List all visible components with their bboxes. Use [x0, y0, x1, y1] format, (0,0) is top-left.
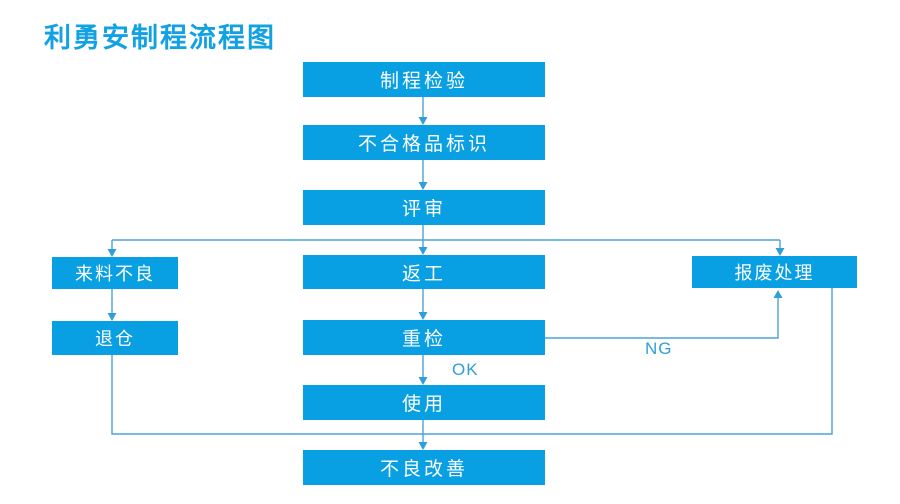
node-label: 评审: [401, 199, 446, 220]
connector-review-branch: [111, 225, 781, 249]
connector-recheck-to-scrap-ng: [545, 298, 779, 339]
connector-merge-to-improvement: [111, 288, 833, 435]
node-nonconforming-marking: 不合格品标识: [303, 125, 545, 160]
arrowhead-incoming-to-return: [107, 313, 117, 321]
arrowhead-recheck-to-use: [418, 377, 428, 385]
node-review: 评审: [303, 190, 545, 225]
node-recheck: 重检: [303, 320, 545, 355]
arrowhead-branch-to-rework: [418, 247, 428, 255]
node-label: 来料不良: [75, 264, 155, 284]
arrowhead-ng-to-scrap: [773, 290, 783, 298]
node-process-inspection: 制程检验: [303, 62, 545, 97]
node-incoming-defect: 来料不良: [52, 257, 178, 289]
node-label: 制程检验: [379, 71, 468, 92]
edge-label-ng: NG: [645, 339, 673, 358]
node-label: 退仓: [95, 329, 135, 349]
node-label: 不良改善: [379, 459, 468, 480]
arrowhead-branch-to-incoming-defect: [107, 249, 117, 257]
arrowhead-marking-to-review: [418, 182, 428, 190]
arrowhead-use-to-improvement: [418, 442, 428, 450]
node-label: 报废处理: [734, 263, 815, 283]
arrowhead-rework-to-recheck: [418, 312, 428, 320]
arrowhead-branch-to-scrap: [775, 248, 785, 256]
node-label: 不合格品标识: [357, 134, 490, 155]
node-rework: 返工: [303, 255, 545, 289]
node-label: 重检: [401, 329, 446, 350]
node-label: 返工: [401, 263, 446, 285]
arrowhead-inspection-to-marking: [418, 117, 428, 125]
node-scrap-disposal: 报废处理: [692, 256, 857, 288]
node-return-warehouse: 退仓: [52, 321, 178, 355]
edge-label-ok: OK: [452, 360, 479, 379]
page-title: 利勇安制程流程图: [44, 23, 276, 53]
node-label: 使用: [401, 394, 446, 415]
node-use: 使用: [303, 385, 545, 420]
node-defect-improvement: 不良改善: [303, 450, 545, 485]
